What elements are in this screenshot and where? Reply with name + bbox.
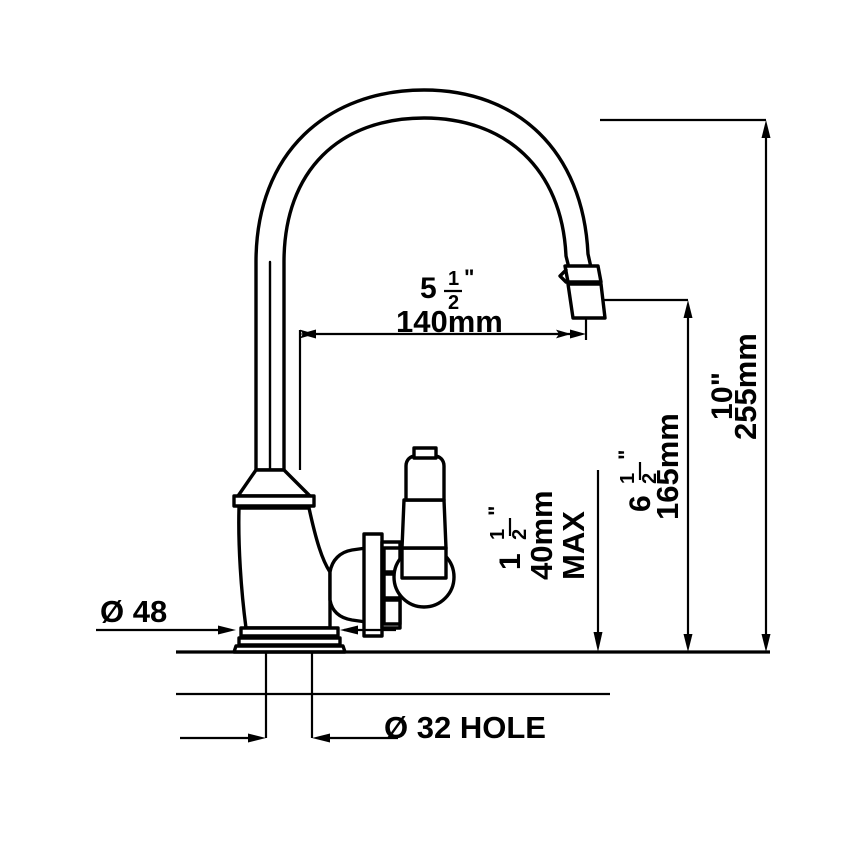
dimension-deck-thickness: 1 1 2 " 40mm MAX [484, 470, 603, 652]
spout-reach-metric: 140mm [396, 304, 503, 339]
body-collar [232, 468, 316, 508]
dimension-overall-height: 10" 255mm [600, 118, 771, 652]
dimension-hole-diameter: Ø 32 HOLE [180, 710, 546, 745]
spout-aerator [558, 264, 607, 320]
spout-reach-inch-mark: " [464, 265, 474, 290]
lever-handle [392, 446, 456, 609]
deck-thickness-inch-mark: " [484, 506, 509, 516]
gooseneck-spout [254, 88, 594, 472]
spout-height-inch-mark: " [614, 450, 639, 460]
overall-height-metric: 255mm [728, 333, 763, 440]
deck-thickness-imperial-whole: 1 [494, 553, 527, 570]
spout-height-imperial-numerator: 1 [617, 473, 639, 484]
deck-thickness-imperial-denominator: 2 [509, 529, 531, 540]
spout-height-imperial-denominator: 2 [639, 473, 661, 484]
faucet-assembly [232, 88, 607, 738]
spout-reach-imperial-numerator: 1 [448, 268, 459, 290]
counter-deck-line [176, 650, 770, 696]
valve-hub [328, 532, 402, 638]
spout-height-imperial-whole: 6 [624, 495, 657, 512]
faucet-body [237, 506, 332, 630]
overall-height-imperial: 10" [706, 372, 739, 420]
dimension-spout-reach: 5 1 2 " 140mm [298, 265, 588, 470]
hole-diameter-label: Ø 32 HOLE [384, 710, 546, 745]
dimension-base-diameter: Ø 48 [96, 594, 396, 635]
deck-thickness-imperial-numerator: 1 [487, 529, 509, 540]
dimension-spout-height: 6 1 2 " 165mm [604, 298, 693, 652]
base-flange [232, 626, 347, 654]
spout-reach-imperial-whole: 5 [420, 272, 437, 305]
deck-thickness-metric: 40mm [524, 490, 559, 580]
spout-reach-imperial-denominator: 2 [448, 292, 459, 314]
base-diameter-label: Ø 48 [100, 594, 167, 629]
deck-thickness-qualifier: MAX [556, 511, 591, 580]
spout-height-metric: 165mm [650, 413, 685, 520]
